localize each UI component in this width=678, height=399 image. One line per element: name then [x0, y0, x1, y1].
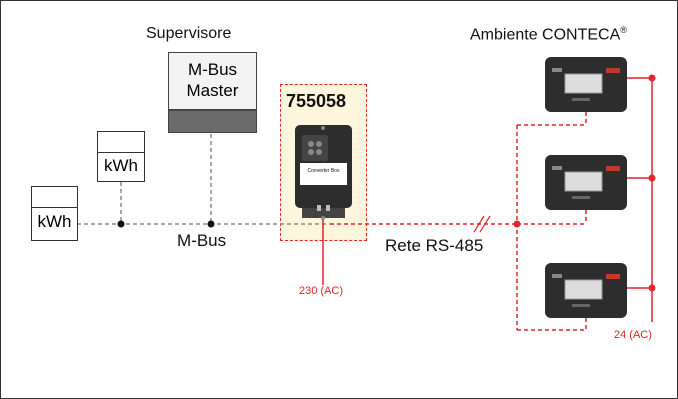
power-24-label: 24 (AC) [614, 329, 652, 341]
meter-1: kWh [31, 186, 78, 241]
power-24-node-2 [648, 174, 656, 182]
ambient-label: Ambiente CONTECA® [470, 26, 627, 43]
master-line1: M-Bus [187, 60, 238, 79]
mbus-node-2 [207, 220, 215, 228]
rs485-slash-2 [479, 215, 491, 233]
power-24-node-3 [648, 284, 656, 292]
master-line2: Master [186, 81, 239, 100]
conteca-device-3 [545, 263, 627, 318]
converter-device [295, 125, 352, 220]
rs485-slash-1 [473, 215, 485, 233]
power-230-label: 230 (AC) [299, 285, 344, 297]
device-id-label: 755058 [286, 91, 347, 111]
ambient-label-text: Ambiente CONTECA [470, 26, 621, 44]
meter-2-label: kWh [104, 156, 138, 175]
conteca-device-2 [545, 155, 627, 210]
mbus-master-box: M-Bus Master [168, 52, 257, 110]
mbus-master-base [168, 110, 257, 133]
mbus-node-1 [117, 220, 125, 228]
supervisor-label: Supervisore [146, 25, 232, 42]
mbus-label: M-Bus [177, 231, 227, 250]
converter-box-text: Converter Box [307, 168, 340, 174]
rs485-label: Rete RS-485 [385, 236, 484, 255]
conteca-device-1 [545, 57, 627, 112]
power-24-node-1 [648, 74, 656, 82]
meter-2: kWh [97, 131, 145, 182]
meter-1-label: kWh [37, 212, 72, 231]
ambient-registered-mark: ® [620, 25, 627, 35]
